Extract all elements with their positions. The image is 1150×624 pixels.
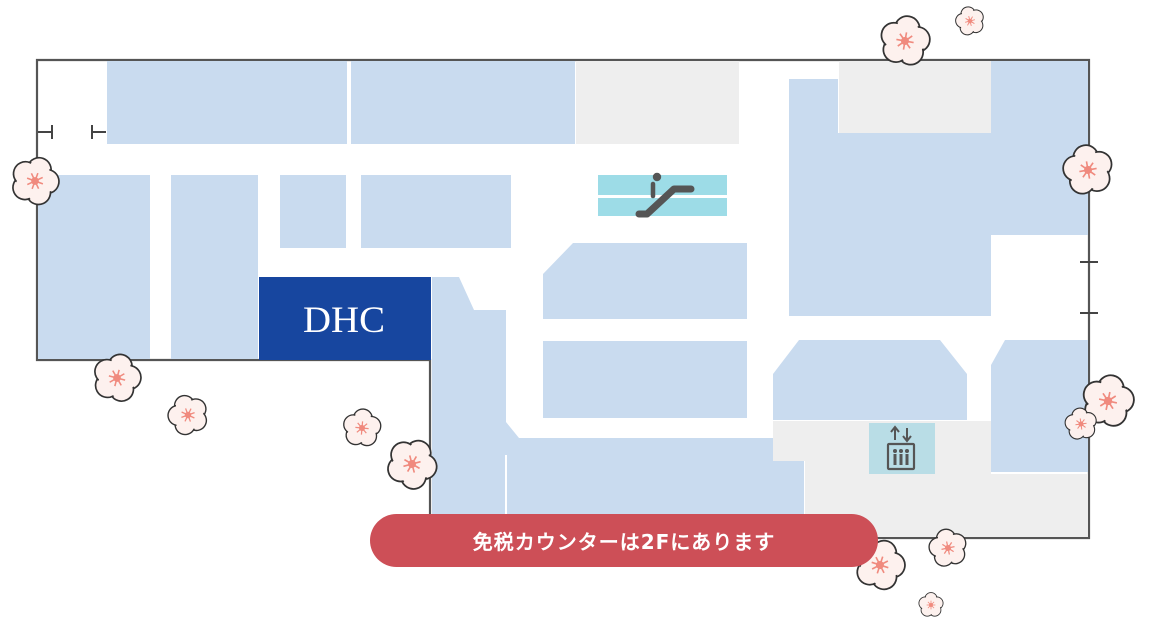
shop-area[interactable] [107, 61, 347, 144]
shop-area[interactable] [543, 243, 747, 319]
escalator-icon [598, 172, 727, 218]
cherry-blossom-icon [162, 388, 214, 440]
shop-area[interactable] [543, 341, 747, 418]
store-label: DHC [303, 300, 385, 341]
shop-area[interactable] [432, 277, 804, 537]
elevator-icon [869, 423, 935, 474]
shop-area[interactable] [351, 61, 575, 144]
shop-area[interactable] [773, 340, 967, 420]
shop-area[interactable] [991, 340, 1088, 472]
shop-area[interactable] [171, 175, 258, 359]
tax-free-notice: 免税カウンターは2Fにあります [370, 514, 878, 567]
cherry-blossom-icon [341, 406, 383, 448]
cherry-blossom-icon [952, 2, 988, 38]
entrance-marks [38, 125, 1098, 314]
shop-area[interactable] [280, 175, 346, 248]
dhc-store[interactable] [259, 277, 431, 360]
service-areas [576, 61, 1088, 537]
shop-area[interactable] [789, 61, 1088, 316]
shop-area[interactable] [38, 175, 150, 359]
shop-area[interactable] [361, 175, 511, 248]
shop-areas [38, 61, 1088, 537]
cherry-blossom-icon [918, 592, 944, 617]
